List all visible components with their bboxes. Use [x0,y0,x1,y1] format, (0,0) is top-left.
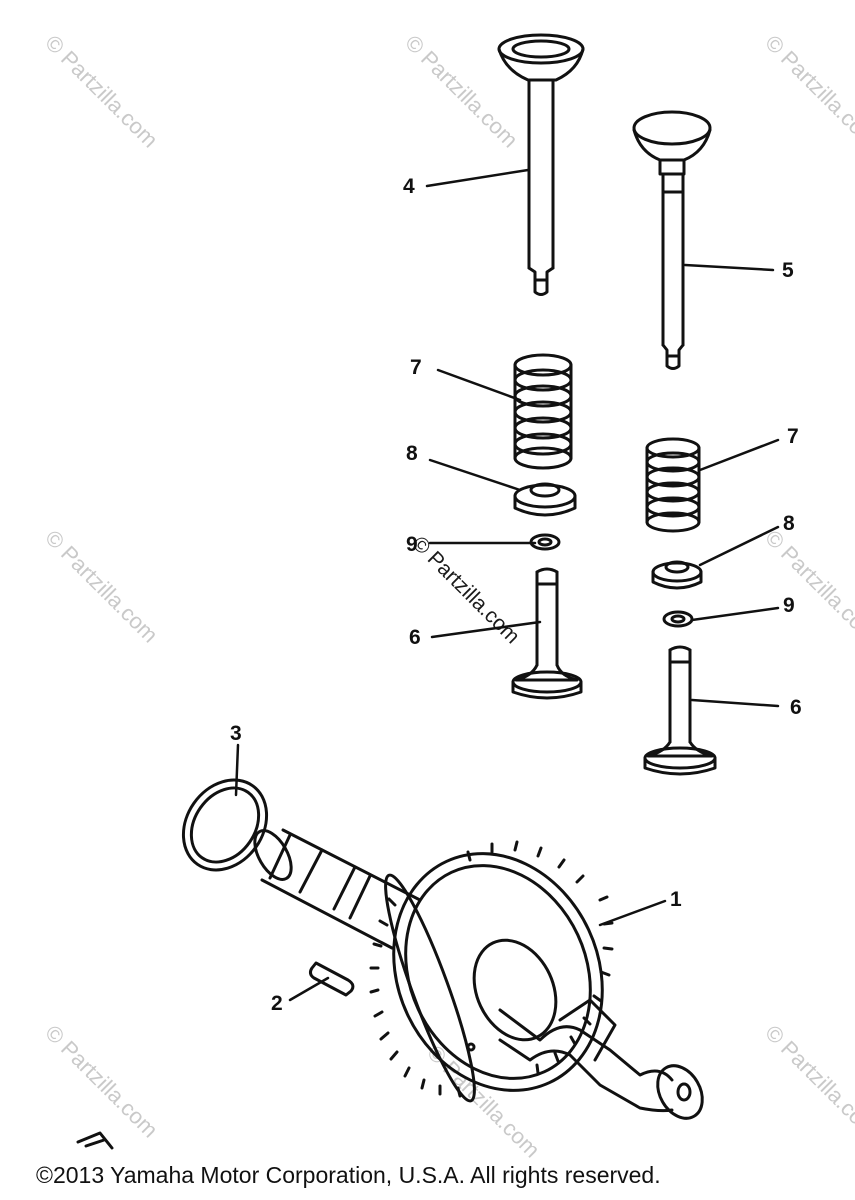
callout-7-right: 7 [787,425,799,448]
valve-part-4 [497,33,585,296]
callout-1: 1 [670,888,682,911]
valve-part-5 [632,110,712,370]
collet-part-9-right [662,610,694,628]
callout-4: 4 [403,175,415,198]
callout-7-left: 7 [410,356,422,379]
spring-part-7-right [645,437,701,533]
callout-8-left: 8 [406,442,418,465]
pin-part-2 [308,961,355,997]
spring-part-7-left [513,353,573,470]
callout-6-right: 6 [790,696,802,719]
retainer-part-8-right [651,560,703,590]
leader-lines [234,168,780,1002]
retainer-part-8-left [513,482,577,517]
callout-3: 3 [230,722,242,745]
callout-6-left: 6 [409,626,421,649]
callout-8-right: 8 [783,512,795,535]
callout-5: 5 [782,259,794,282]
copyright-notice: ©2013 Yamaha Motor Corporation, U.S.A. A… [36,1162,661,1188]
camshaft-part-1 [253,828,704,1120]
valve-part-6-right [643,645,717,776]
valve-part-6-left [511,567,583,700]
callout-9-left: 9 [406,533,418,556]
callout-2: 2 [271,992,283,1015]
corner-mark [76,1131,114,1150]
callout-9-right: 9 [783,594,795,617]
